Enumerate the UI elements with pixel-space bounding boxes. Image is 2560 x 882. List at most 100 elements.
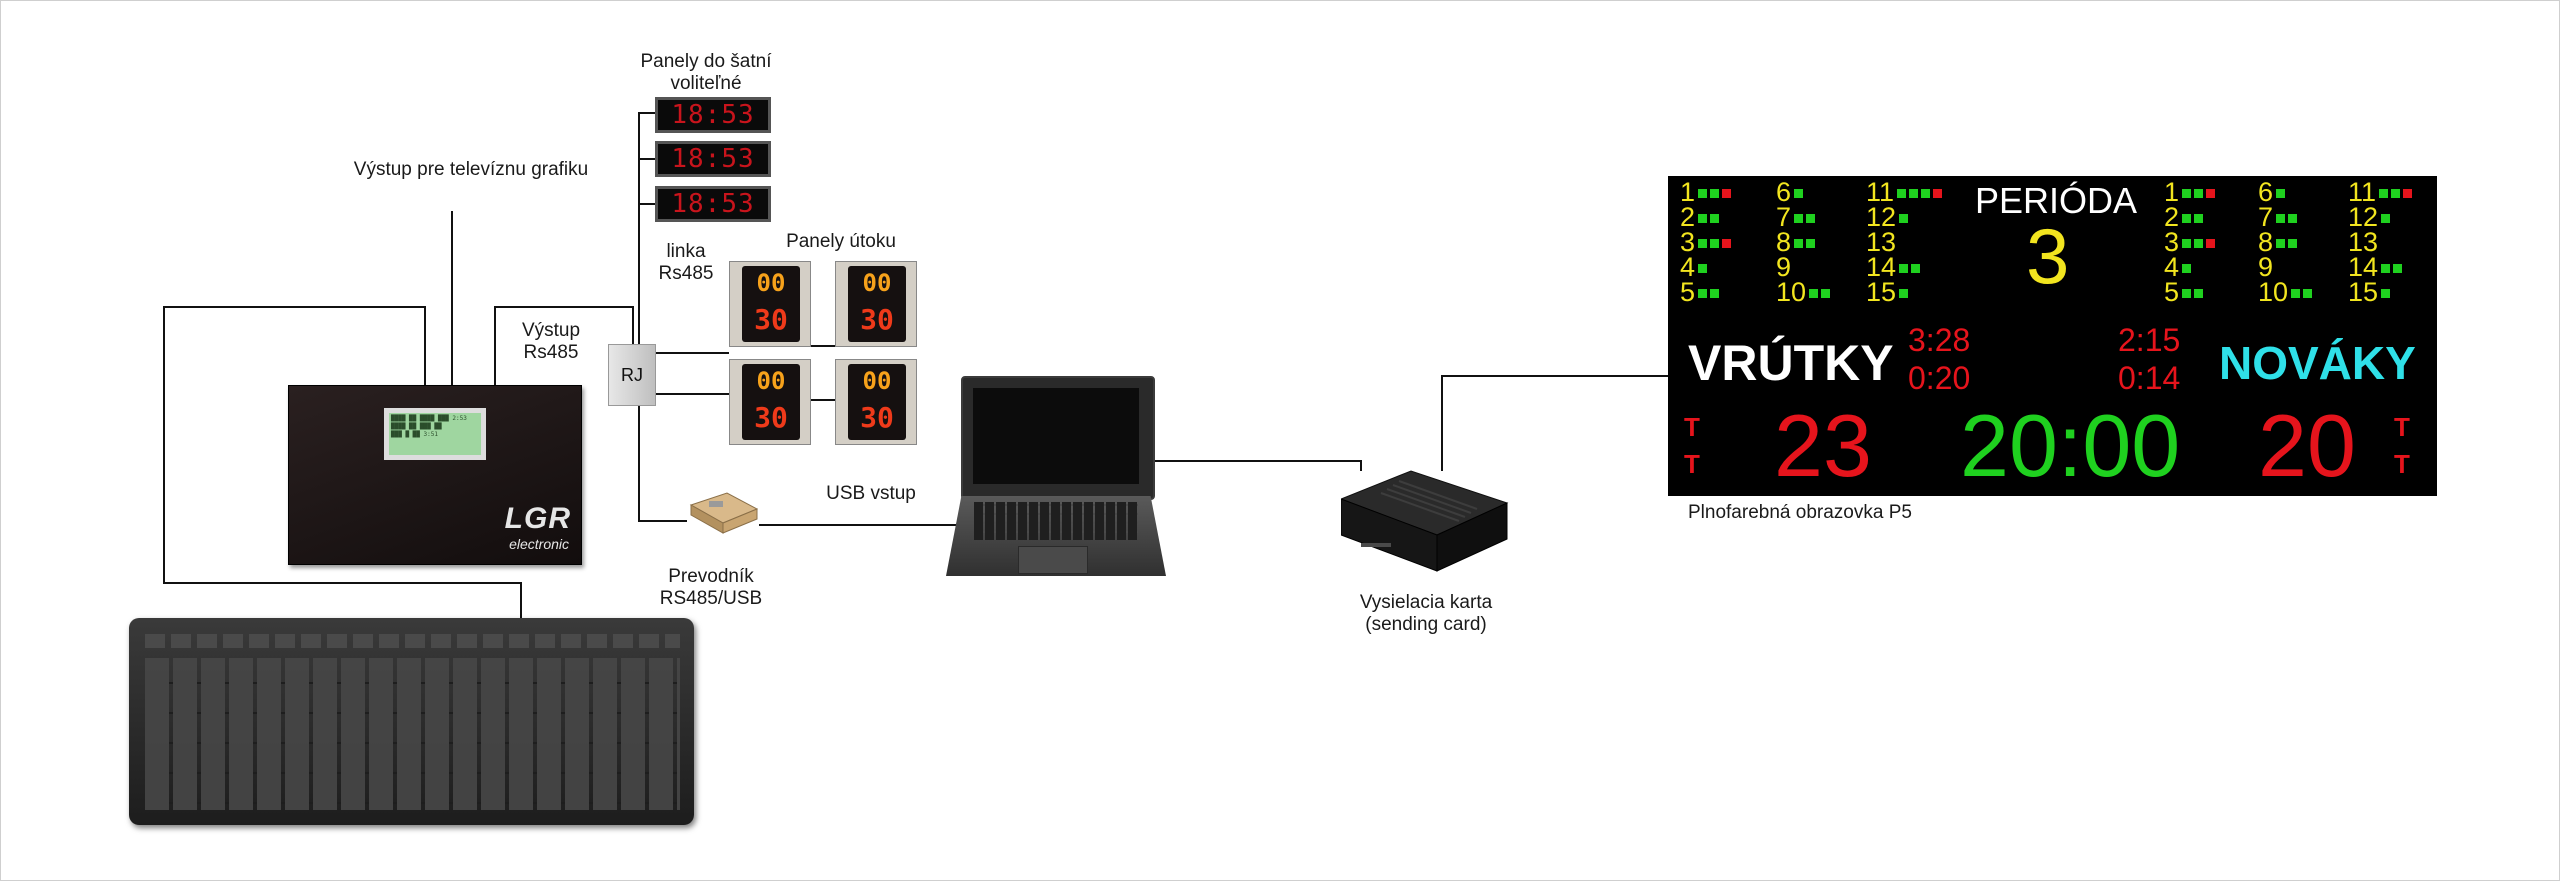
away-timeout-2: T: [2394, 449, 2410, 479]
penalty-indicator-green: [1911, 264, 1921, 274]
player-number: 11: [2348, 177, 2377, 207]
laptop-keyboard: [974, 502, 1138, 540]
penalty-indicator-green: [1710, 214, 1720, 224]
converter-label: Prevodník RS485/USB: [659, 566, 763, 609]
penalty-indicator-green: [2393, 264, 2403, 274]
controller-lcd: ████ ██ ████ ███ 2:53 ████ ██ ███ ██ ███…: [384, 408, 486, 460]
attack-panel-bottom: 30: [860, 303, 894, 336]
penalty-indicator-green: [2379, 189, 2389, 199]
usb-input-label: USB vstup: [826, 483, 916, 504]
screen-caption: Plnofarebná obrazovka P5: [1688, 502, 1912, 523]
player-number: 8: [2258, 227, 2274, 257]
penalty-indicator-green: [1899, 214, 1909, 224]
penalty-indicator-green: [2194, 189, 2204, 199]
penalty-indicator-green: [1806, 214, 1816, 224]
keyboard-keys: [145, 658, 680, 810]
home-player-11: 11: [1866, 178, 1943, 206]
away-timeout-1: T: [2394, 412, 2410, 442]
player-number: 9: [1776, 252, 1792, 282]
penalty-indicator-green: [1794, 239, 1804, 249]
penalty-indicator-green: [1710, 239, 1720, 249]
away-player-12: 12: [2348, 202, 2391, 232]
attack-panel-bottom: 30: [754, 401, 788, 434]
home-timeout-2: T: [1684, 449, 1700, 479]
away-player-6: 6: [2258, 177, 2286, 207]
player-number: 9: [2258, 252, 2274, 282]
penalty-indicator-green: [1921, 189, 1931, 199]
player-number: 8: [1776, 227, 1792, 257]
away-score: 20: [2258, 396, 2356, 495]
away-player-7: 7: [2258, 202, 2298, 232]
period-label: PERIÓDA: [1975, 180, 2138, 221]
home-player-4: 4: [1680, 253, 1708, 281]
penalty-indicator-green: [1710, 289, 1720, 299]
home-player-1: 1: [1680, 178, 1732, 206]
lgr-controller: ████ ██ ████ ███ 2:53 ████ ██ ███ ██ ███…: [288, 385, 582, 565]
player-number: 14: [1866, 252, 1897, 282]
penalty-indicator-green: [2194, 289, 2204, 299]
player-number: 6: [1776, 177, 1792, 207]
penalty-indicator-green: [2182, 239, 2192, 249]
home-player-6: 6: [1776, 177, 1804, 207]
penalty-indicator-green: [1899, 289, 1909, 299]
penalty-indicator-green: [2391, 189, 2401, 199]
sending-card-box: [1341, 470, 1509, 572]
attack-panel-top: 00: [756, 367, 786, 395]
home-player-3: 3: [1680, 228, 1732, 256]
away-player-1: 1: [2164, 178, 2216, 206]
home-player-13: 13: [1866, 228, 1896, 256]
home-player-15: 15: [1866, 278, 1909, 306]
player-number: 13: [1866, 227, 1897, 257]
penalty-indicator-green: [2276, 214, 2286, 224]
penalty-indicator-red: [2206, 239, 2216, 249]
rs485-line-label: linka Rs485: [658, 241, 714, 284]
rs485-line-main: [638, 112, 655, 344]
attack-panel-top: 00: [862, 367, 892, 395]
penalty-indicator-green: [1698, 289, 1708, 299]
attack-panel-top: 00: [862, 269, 892, 297]
away-player-9: 9: [2258, 253, 2273, 281]
penalty-indicator-green: [1806, 239, 1816, 249]
player-number: 7: [2258, 202, 2274, 232]
penalty-indicator-red: [1722, 239, 1732, 249]
away-player-11: 11: [2348, 177, 2413, 207]
rs485-output-line: [494, 306, 634, 385]
penalty-indicator-green: [1698, 239, 1708, 249]
penalty-indicator-red: [1722, 189, 1732, 199]
player-number: 6: [2258, 177, 2274, 207]
penalty-indicator-green: [1897, 189, 1907, 199]
penalty-indicator-green: [1899, 264, 1909, 274]
player-number: 10: [1776, 277, 1807, 307]
player-number: 12: [2348, 202, 2379, 232]
sending-card-label: Vysielacia karta (sending card): [1359, 592, 1493, 635]
penalty-indicator-red: [2206, 189, 2216, 199]
away-player-8: 8: [2258, 227, 2298, 257]
locker-panel-1: 18:53: [655, 97, 771, 133]
home-player-5: 5: [1680, 278, 1720, 306]
keyboard-function-row: [145, 634, 680, 648]
home-penalty-time-1: 3:28: [1908, 322, 1971, 358]
penalty-indicator-green: [2303, 289, 2313, 299]
lgr-logo: LGR: [504, 502, 571, 535]
penalty-indicator-green: [1794, 189, 1804, 199]
penalty-indicator-green: [2381, 289, 2391, 299]
rs485-usb-converter: [689, 492, 759, 534]
penalty-indicator-green: [2182, 264, 2192, 274]
player-number: 12: [1866, 202, 1897, 232]
penalty-indicator-green: [1794, 214, 1804, 224]
penalty-indicator-green: [2276, 189, 2286, 199]
laptop-touchpad: [1018, 546, 1088, 574]
home-penalty-time-2: 0:20: [1908, 360, 1971, 396]
away-player-15: 15: [2348, 278, 2391, 306]
lgr-logo-sub: electronic: [509, 536, 569, 552]
penalty-indicator-green: [1809, 289, 1819, 299]
away-team-name: NOVÁKY: [2219, 337, 2416, 389]
home-player-14: 14: [1866, 252, 1921, 282]
penalty-indicator-green: [2291, 289, 2301, 299]
keyboard-cable: [163, 306, 522, 618]
away-player-13: 13: [2348, 228, 2378, 256]
